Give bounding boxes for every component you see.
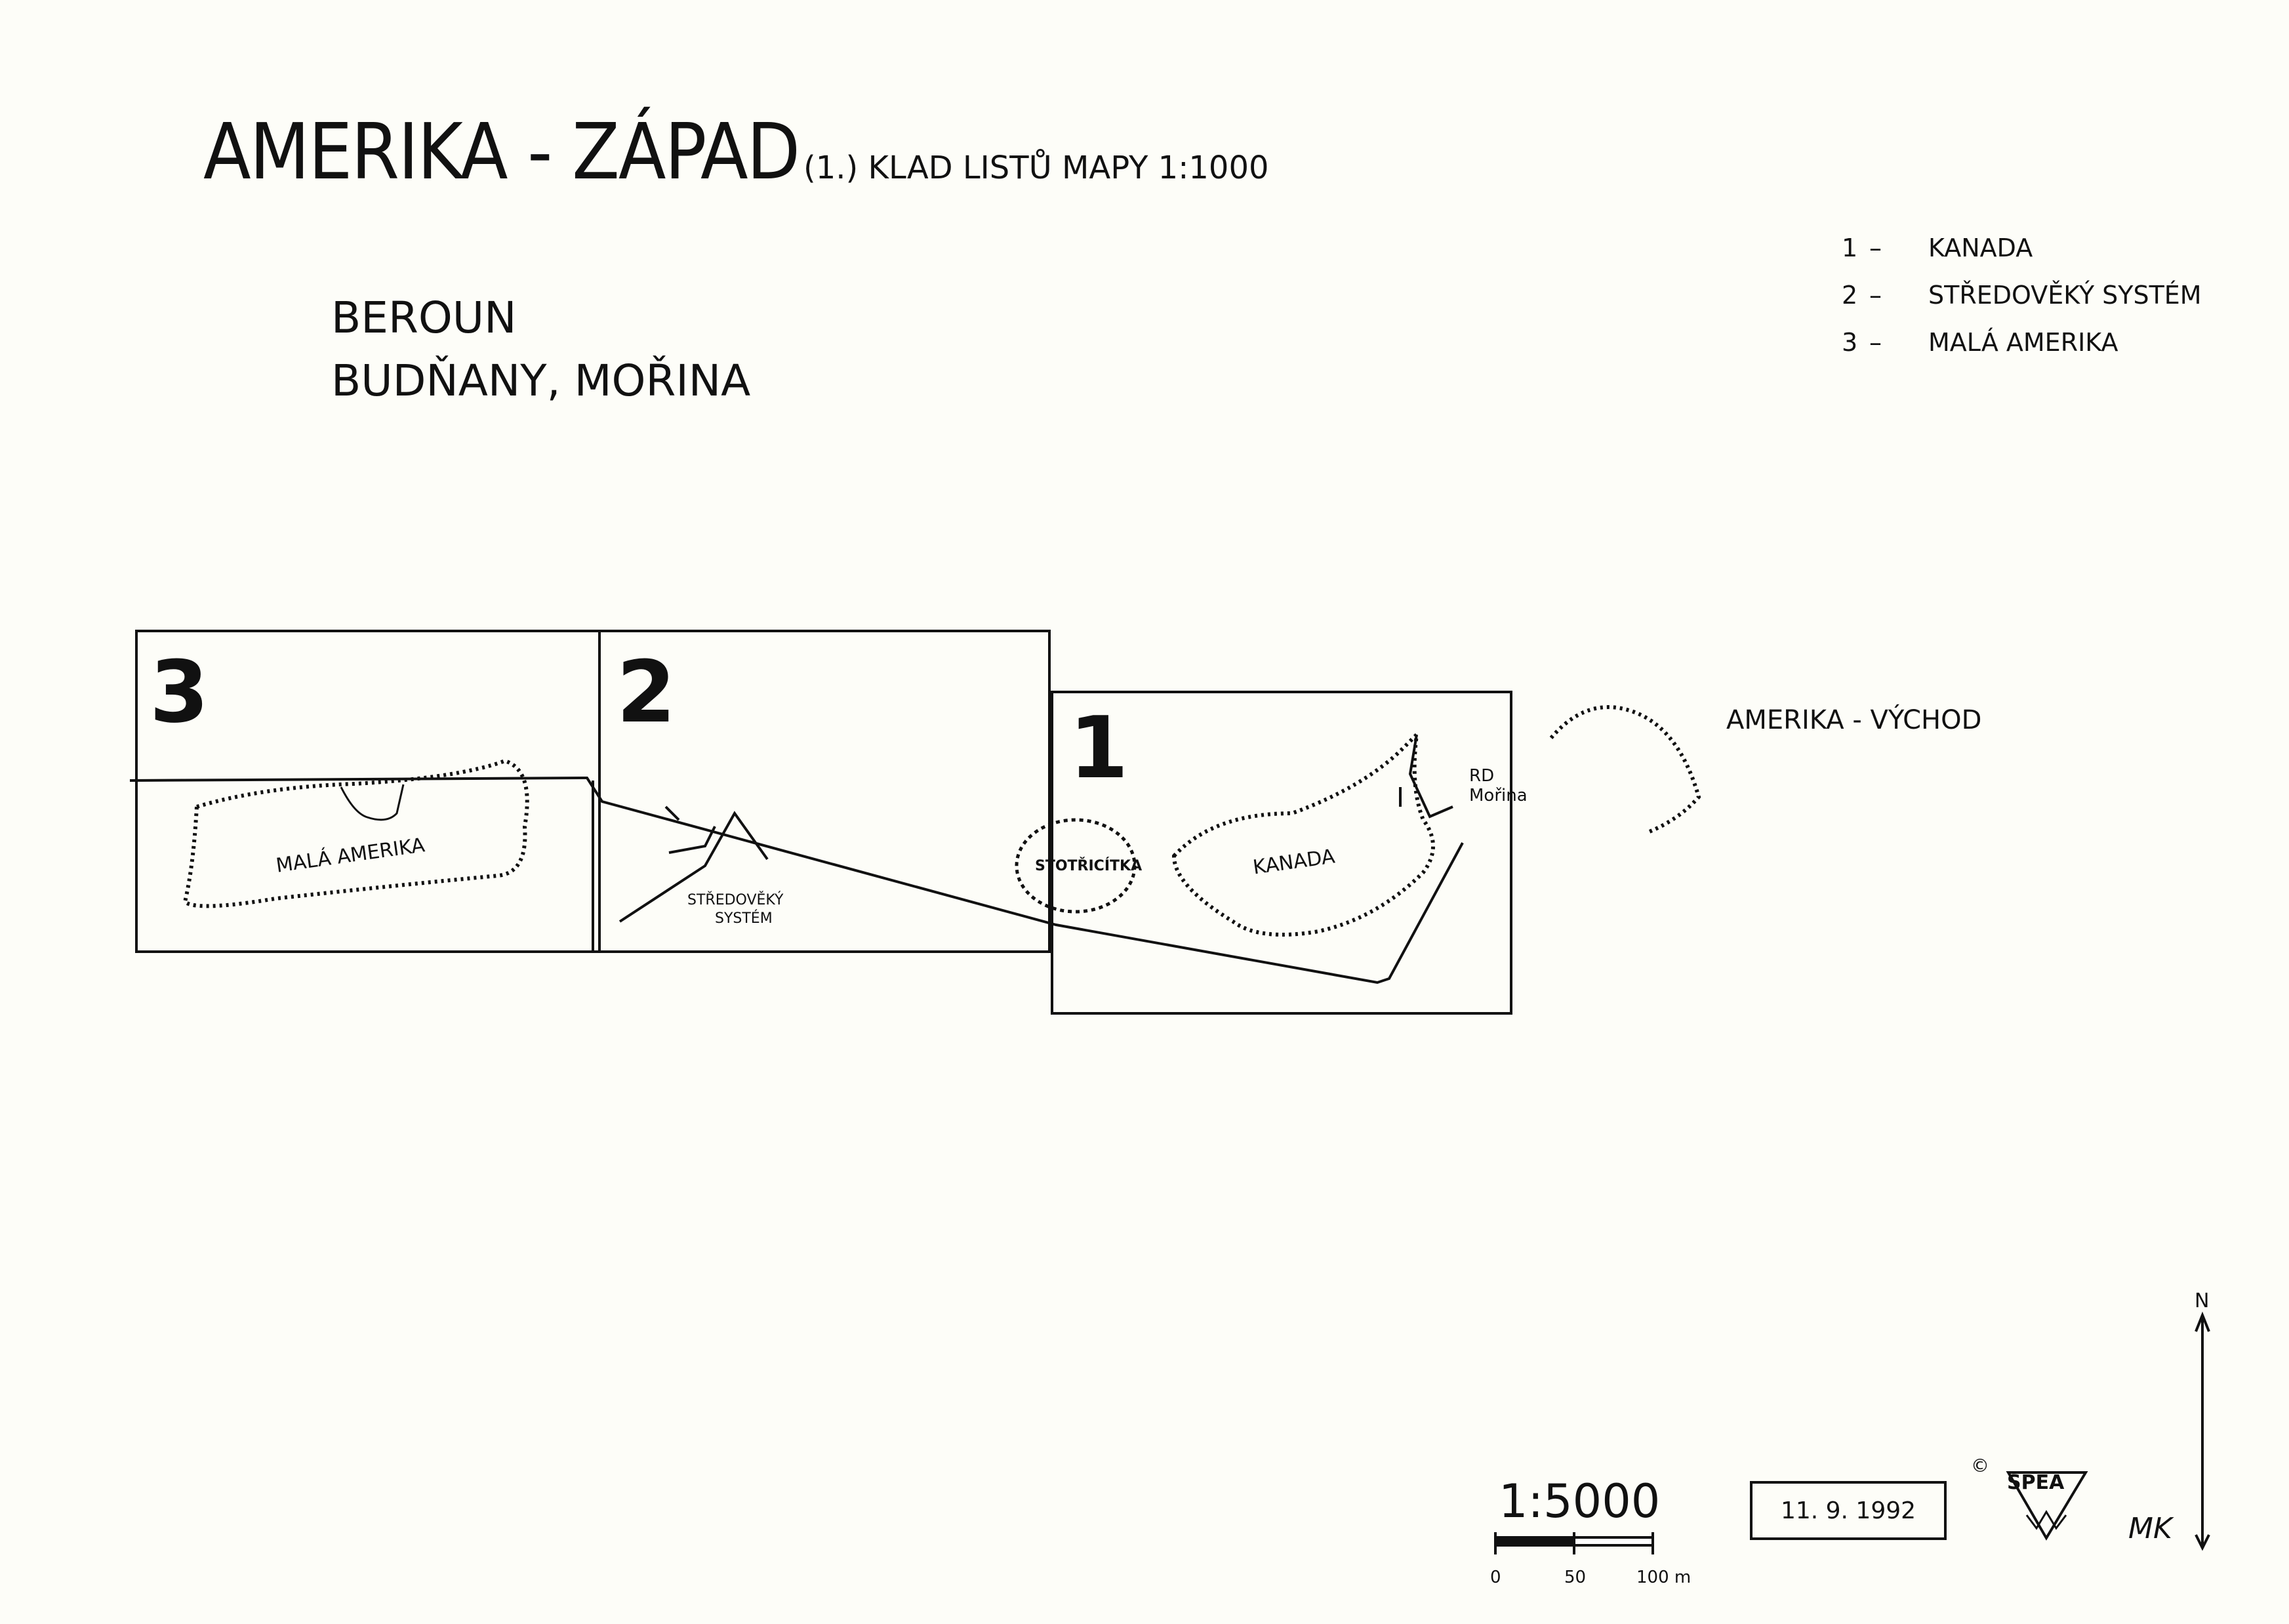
legend-label: KANADA	[1928, 233, 2033, 262]
copyright-mark: ©	[1971, 1455, 1989, 1476]
label-stotricitka: STOTŘICÍTKA	[1035, 858, 1143, 874]
legend-dash: –	[1869, 281, 1882, 310]
date-text: 11. 9. 1992	[1780, 1497, 1916, 1524]
label-stredoveky-1: STŘEDOVĚKÝ	[687, 892, 784, 908]
legend-dash: –	[1869, 233, 1882, 262]
sheet-1-frame	[1051, 691, 1512, 1015]
spea-logo-text: SPEA	[2007, 1471, 2065, 1494]
spea-logo	[2006, 1471, 2088, 1541]
label-stredoveky-2: SYSTÉM	[715, 910, 773, 927]
north-label: N	[2195, 1289, 2210, 1312]
location-line-2: BUDŇANY, MOŘINA	[331, 355, 751, 406]
legend-item: 1 – KANADA	[1842, 233, 2202, 281]
legend-item: 2 – STŘEDOVĚKÝ SYSTÉM	[1842, 281, 2202, 328]
scale-tick-50: 50	[1564, 1568, 1587, 1587]
location-line-1: BEROUN	[331, 293, 517, 343]
label-morina: Mořina	[1469, 786, 1528, 805]
legend-num: 2	[1842, 281, 1858, 310]
scale-tick-0: 0	[1490, 1568, 1501, 1587]
legend-dash: –	[1869, 328, 1882, 357]
scale-label: 1:5000	[1499, 1474, 1661, 1528]
label-amerika-vychod: AMERIKA - VÝCHOD	[1726, 705, 1982, 735]
legend: 1 – KANADA 2 – STŘEDOVĚKÝ SYSTÉM 3 – MAL…	[1842, 233, 2202, 375]
label-rd: RD	[1469, 766, 1495, 786]
legend-item: 3 – MALÁ AMERIKA	[1842, 328, 2202, 375]
legend-label: STŘEDOVĚKÝ SYSTÉM	[1928, 281, 2202, 310]
sheet-3-number: 3	[150, 642, 209, 742]
legend-label: MALÁ AMERIKA	[1928, 328, 2118, 357]
sheet-1-number: 1	[1069, 698, 1129, 798]
sheet-2-number: 2	[617, 642, 676, 742]
survey-line	[129, 776, 1464, 985]
sheet-2-frame	[598, 630, 1051, 953]
stredoveky-passage	[618, 811, 769, 923]
legend-num: 1	[1842, 233, 1858, 262]
scale-tick-100: 100 m	[1636, 1568, 1691, 1587]
author-initials: MK	[2128, 1512, 2172, 1545]
stotricitka-outline	[1015, 818, 1137, 914]
map-title: AMERIKA - ZÁPAD	[203, 106, 800, 197]
legend-num: 3	[1842, 328, 1858, 357]
amerika-vychod-outline	[1549, 705, 1701, 835]
date-box: 11. 9. 1992	[1750, 1481, 1947, 1540]
mala-amerika-outline	[182, 758, 529, 908]
kanada-outline	[1171, 729, 1435, 937]
map-subtitle: (1.) KLAD LISTŮ MAPY 1:1000	[803, 150, 1269, 186]
